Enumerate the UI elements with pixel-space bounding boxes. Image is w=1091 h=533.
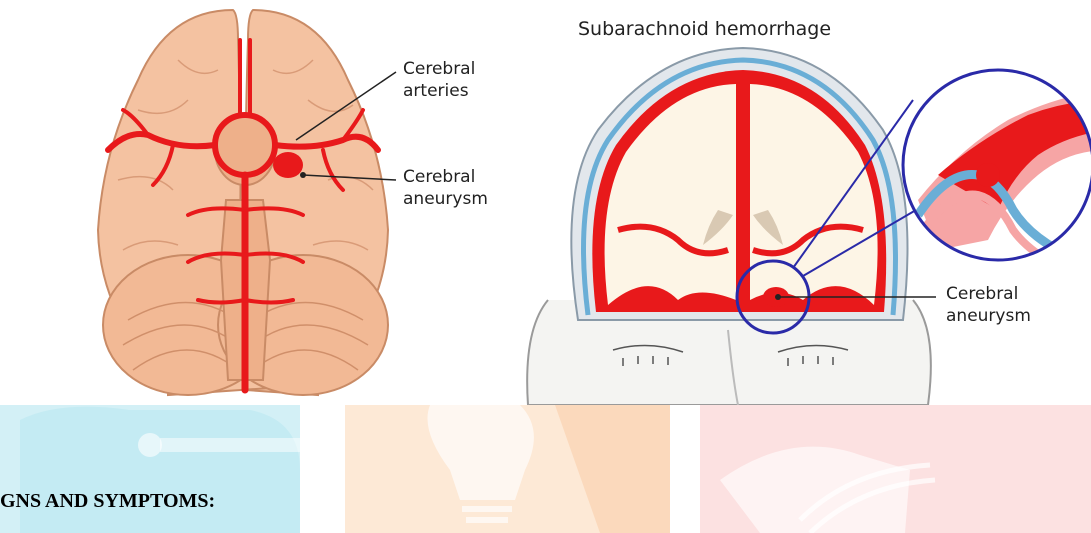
section-heading: GNS AND SYMPTOMS:	[0, 490, 215, 513]
illustration-graphic	[78, 0, 1091, 405]
label-cerebral-arteries: Cerebral arteries	[403, 58, 475, 102]
watermark-red-tile	[700, 405, 1091, 533]
label-cerebral-arteries-line1: Cerebral	[403, 58, 475, 80]
label-cerebral-aneurysm-right-line1: Cerebral	[946, 283, 1031, 305]
label-cerebral-aneurysm-left: Cerebral aneurysm	[403, 166, 488, 210]
label-cerebral-aneurysm-left-line1: Cerebral	[403, 166, 488, 188]
medical-illustration: Cerebral arteries Cerebral aneurysm Suba…	[78, 0, 1091, 405]
head-cross-section-diagram	[527, 48, 1091, 405]
label-cerebral-aneurysm-right-line2: aneurysm	[946, 305, 1031, 327]
brain-underside-diagram	[98, 10, 396, 395]
watermark-cyan-tile	[0, 405, 300, 533]
label-cerebral-arteries-line2: arteries	[403, 80, 475, 102]
watermark-orange-tile	[345, 405, 670, 533]
diagram-title: Subarachnoid hemorrhage	[578, 18, 831, 40]
label-cerebral-aneurysm-right: Cerebral aneurysm	[946, 283, 1031, 327]
label-cerebral-aneurysm-left-line2: aneurysm	[403, 188, 488, 210]
